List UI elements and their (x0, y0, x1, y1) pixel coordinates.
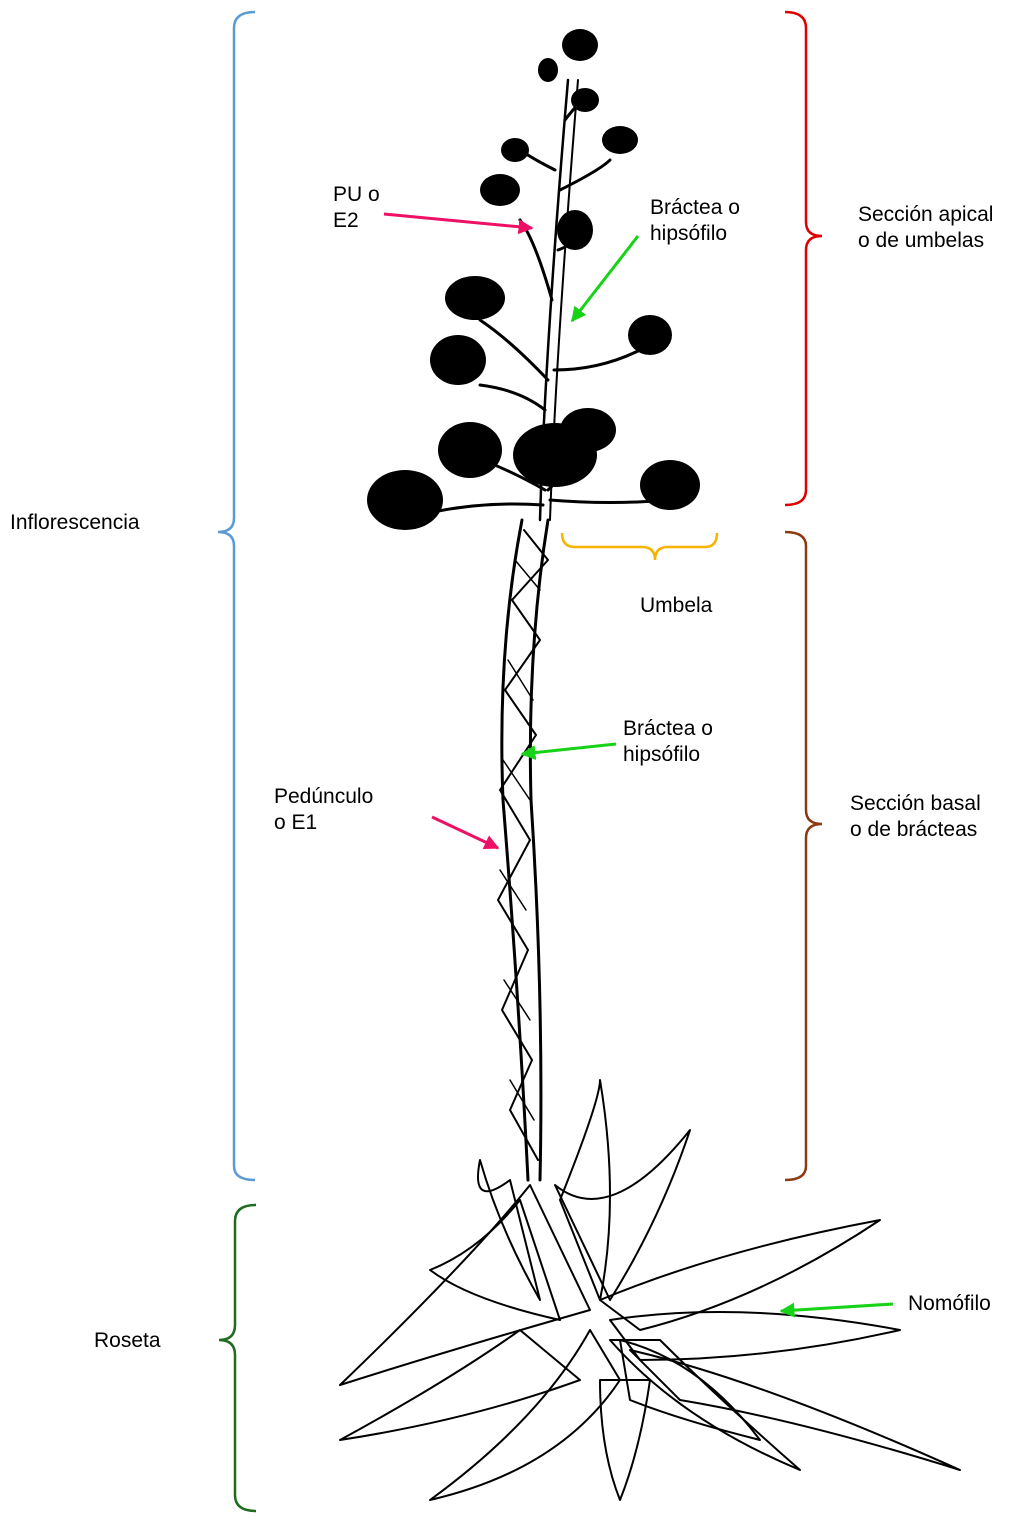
bract-top-pointer-arrow (572, 236, 638, 321)
label-peduncle-line2: o E1 (274, 810, 373, 836)
label-bractea-top-line2: hipsófilo (650, 221, 740, 247)
nomofilo-pointer-arrow (781, 1304, 893, 1311)
label-bractea-mid-line1: Bráctea o (623, 716, 713, 742)
label-nomofilo: Nomófilo (908, 1291, 991, 1317)
label-pu-line1: PU o (333, 182, 380, 208)
label-bractea-top: Bráctea o hipsófilo (650, 195, 740, 247)
label-nomofilo-text: Nomófilo (908, 1291, 991, 1317)
bract-mid-pointer-arrow (522, 744, 616, 754)
label-roseta-text: Roseta (94, 1328, 161, 1354)
label-seccion-apical: Sección apical o de umbelas (858, 202, 993, 254)
label-bractea-top-line1: Bráctea o (650, 195, 740, 221)
label-peduncle: Pedúnculo o E1 (274, 784, 373, 836)
umbel-bracket (562, 533, 717, 560)
inflorescence-bracket (218, 12, 255, 1180)
label-peduncle-line1: Pedúnculo (274, 784, 373, 810)
basal-section-bracket (785, 532, 822, 1180)
flower-clusters (367, 29, 700, 530)
label-bractea-mid-line2: hipsófilo (623, 742, 713, 768)
label-umbela: Umbela (640, 593, 712, 619)
rosette-leaves (340, 1080, 960, 1500)
label-seccion-basal-line2: o de brácteas (850, 817, 981, 843)
pu-pointer-arrow (384, 214, 532, 228)
label-bractea-mid: Bráctea o hipsófilo (623, 716, 713, 768)
label-seccion-apical-line1: Sección apical (858, 202, 993, 228)
apical-section-bracket (785, 12, 822, 505)
rosette-bracket (219, 1205, 256, 1511)
peduncle-pointer-arrow (432, 817, 498, 848)
label-seccion-basal-line1: Sección basal (850, 791, 981, 817)
label-seccion-apical-line2: o de umbelas (858, 228, 993, 254)
label-inflorescencia: Inflorescencia (10, 510, 140, 536)
label-pu-e2: PU o E2 (333, 182, 380, 234)
label-seccion-basal: Sección basal o de brácteas (850, 791, 981, 843)
label-inflorescencia-text: Inflorescencia (10, 510, 140, 536)
label-pu-line2: E2 (333, 208, 380, 234)
label-roseta: Roseta (94, 1328, 161, 1354)
label-umbela-text: Umbela (640, 593, 712, 619)
